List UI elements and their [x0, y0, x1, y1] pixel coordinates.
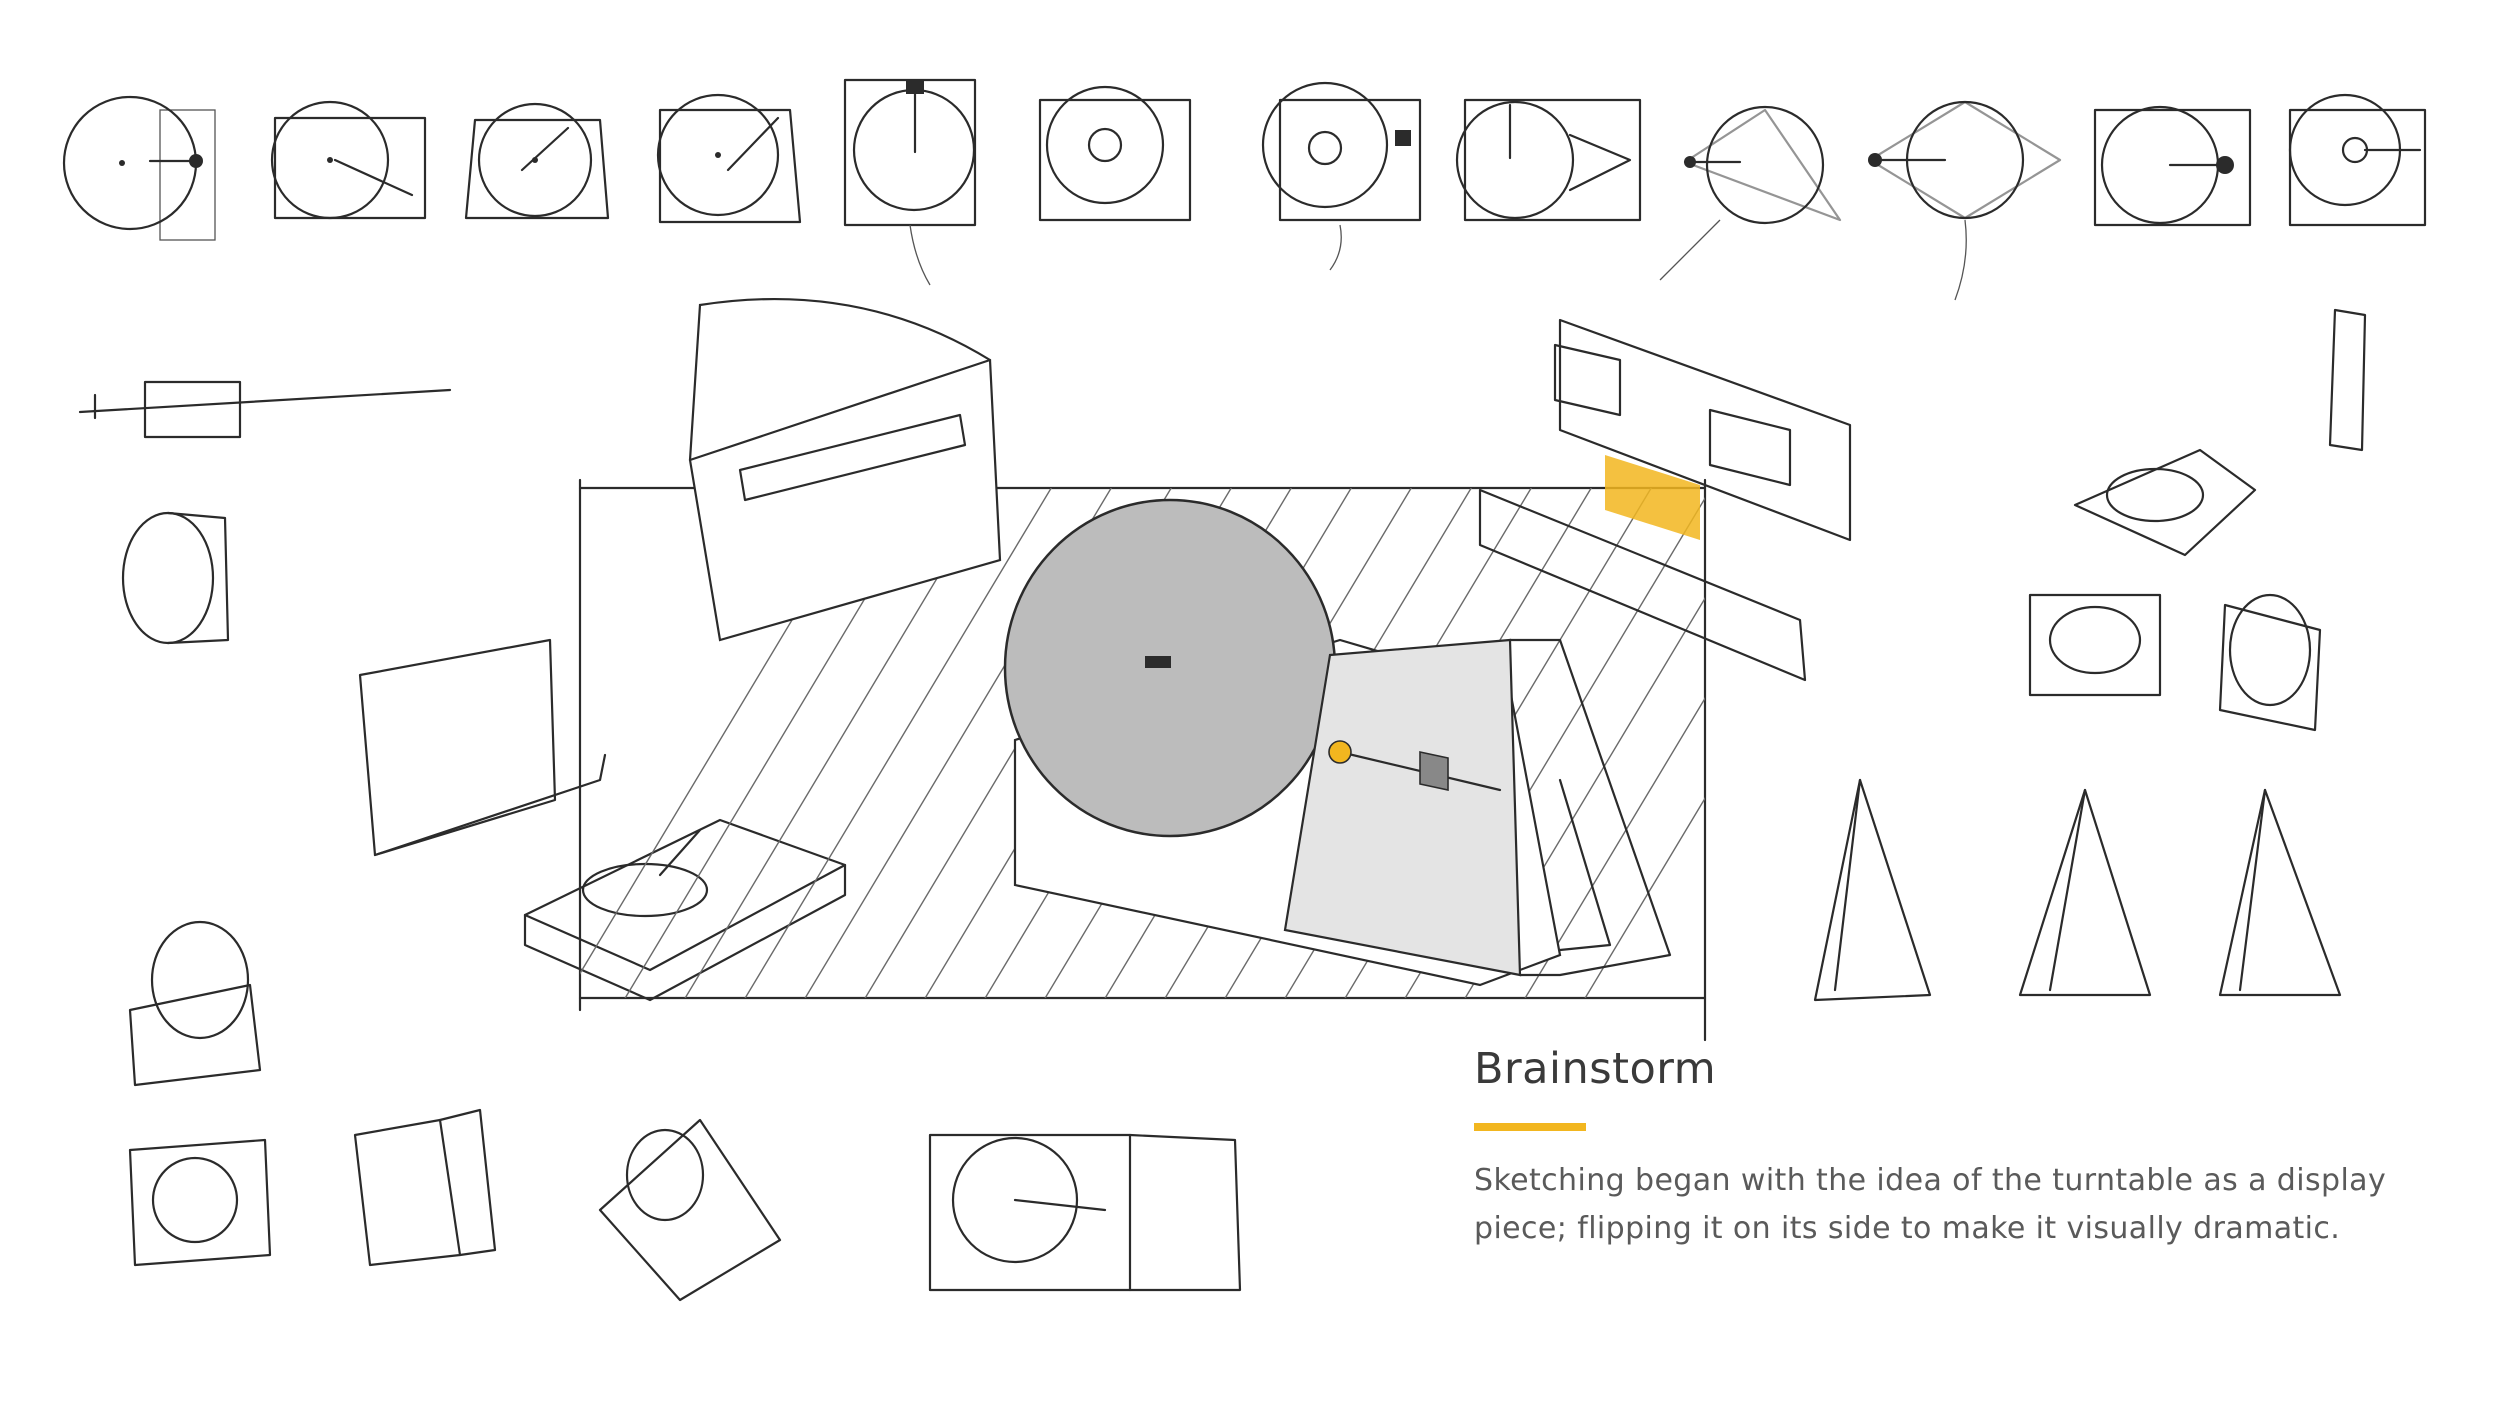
- flat-turntable-sketch: [523, 818, 847, 1002]
- thumbnail-sketch-5: [843, 78, 977, 286]
- thumbnail-sketch-4: [656, 93, 802, 224]
- thumbnail-sketch-7: [1261, 81, 1422, 271]
- accent-rule: [1474, 1123, 1586, 1132]
- thumbnail-row: [62, 78, 2427, 301]
- thumbnail-sketch-3: [464, 102, 610, 220]
- thumbnail-sketch-11: [2093, 105, 2252, 227]
- caption-title: Brainstorm: [1474, 1044, 1717, 1094]
- thumbnail-sketch-2: [270, 100, 427, 220]
- bottom-sketches: [128, 1108, 1242, 1302]
- right-sketches: [1813, 308, 2367, 1002]
- thumbnail-sketch-6: [1038, 85, 1192, 222]
- caption-block: Brainstorm Sketching began with the idea…: [1474, 1044, 2474, 1253]
- thumbnail-sketch-10: [1868, 100, 2062, 301]
- caption-body: Sketching began with the idea of the tur…: [1474, 1163, 2387, 1247]
- display-stand-sketch: [358, 638, 607, 857]
- hero-sketch: [578, 297, 1707, 1042]
- thumbnail-sketch-8: [1455, 98, 1642, 222]
- thumbnail-sketch-12: [2288, 93, 2427, 227]
- disc-side-sketch: [121, 511, 230, 645]
- tonearm-sketch: [78, 380, 452, 439]
- small-turntable-sketch: [128, 920, 262, 1087]
- wall-bracket-sketch: [1478, 318, 1852, 682]
- thumbnail-sketch-9: [1659, 105, 1842, 281]
- thumbnail-sketch-1: [62, 95, 216, 241]
